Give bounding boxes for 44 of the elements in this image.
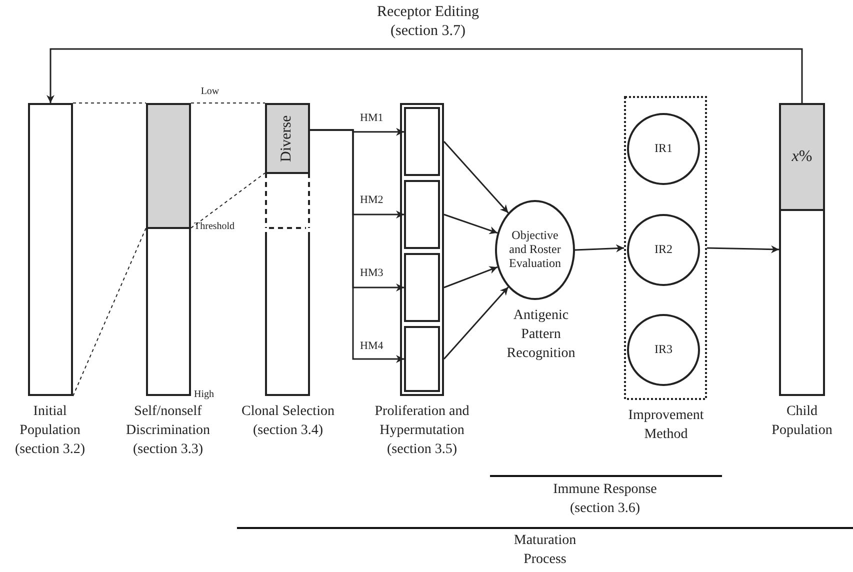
segment-box <box>404 107 440 176</box>
arrow <box>443 286 509 360</box>
method-circle <box>627 314 700 386</box>
stage-caption: Initial Population (section 3.2) <box>14 403 86 459</box>
population-bar <box>400 103 444 396</box>
stage-caption: Proliferation and Hypermutation (section 3.5) <box>374 403 470 459</box>
stage-caption: Clonal Selection (section 3.4) <box>240 403 336 440</box>
arrow <box>310 129 404 363</box>
arrow <box>706 245 780 254</box>
projection-line <box>190 102 266 104</box>
vertical-label: Diverse <box>278 115 296 162</box>
node-label: Objective and Roster Evaluation <box>508 229 562 271</box>
node-label: x% <box>792 148 812 166</box>
scale-label: Threshold <box>194 221 236 233</box>
dotted-group-box <box>624 96 707 400</box>
stage-caption: Child Population <box>770 403 834 440</box>
projection-line <box>72 228 146 396</box>
population-bar <box>28 103 73 396</box>
stage-caption: Improvement Method <box>627 407 705 444</box>
node-label: IR3 <box>654 343 672 357</box>
segment-box <box>404 253 440 322</box>
scale-label: High <box>194 389 215 401</box>
population-bar <box>146 103 191 396</box>
segment-box <box>404 326 440 392</box>
population-bar <box>779 103 825 396</box>
arrow <box>574 244 624 252</box>
method-circle <box>627 214 700 286</box>
arrow <box>444 214 498 234</box>
projection-line <box>72 102 146 104</box>
group-label: Immune Response (section 3.6) <box>552 481 658 518</box>
group-label: Maturation Process <box>512 532 578 569</box>
stage-caption: Antigenic Pattern Recognition <box>506 307 576 363</box>
node-label: IR2 <box>654 243 672 257</box>
stage-caption: Self/nonself Discrimination (section 3.3) <box>125 403 211 459</box>
evaluation-ellipse <box>495 200 575 300</box>
arrow <box>444 266 498 288</box>
arrow <box>46 48 803 103</box>
node-label: IR1 <box>654 142 672 156</box>
population-bar <box>265 103 310 396</box>
projection-line <box>190 172 266 228</box>
scale-label: Low <box>200 86 220 98</box>
arrow <box>443 141 509 214</box>
segment-box <box>404 180 440 249</box>
method-circle <box>627 113 700 185</box>
